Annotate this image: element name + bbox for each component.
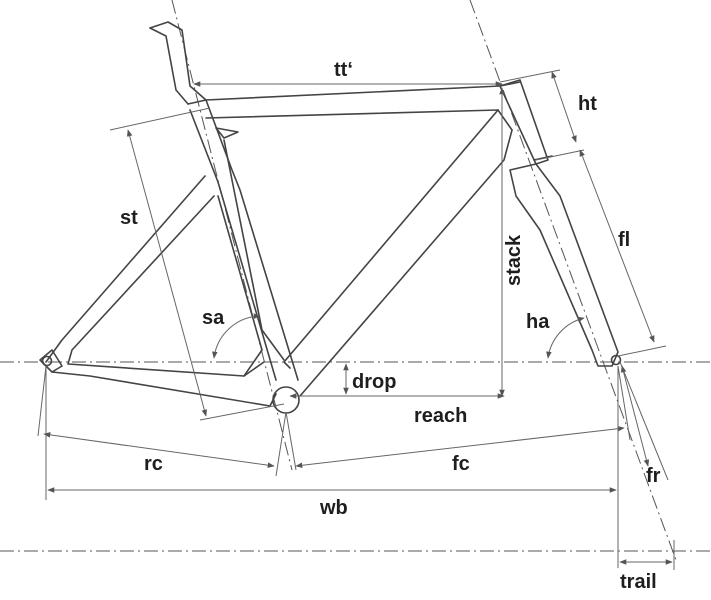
fr-label: fr: [646, 465, 661, 487]
ht-dimension: [499, 69, 585, 161]
fl-dimension: [579, 149, 667, 357]
drop-label: drop: [352, 371, 396, 393]
fr-dimension: [619, 361, 669, 481]
ha-angle: [546, 316, 585, 359]
ht-label: ht: [578, 93, 597, 115]
wb-label: wb: [319, 497, 348, 519]
sa-label: sa: [202, 307, 225, 329]
stack-label: stack: [503, 234, 525, 286]
rc-label: rc: [144, 453, 163, 475]
st-dimension: [109, 107, 285, 421]
fc-label: fc: [452, 453, 470, 475]
seat-tube-axis: [171, 0, 293, 471]
reach-label: reach: [414, 405, 467, 427]
trail-label: trail: [620, 571, 657, 593]
rc-dimension: [37, 365, 297, 477]
fl-label: fl: [618, 229, 630, 251]
sa-angle: [212, 313, 261, 359]
ha-label: ha: [526, 311, 550, 333]
tt-label: tt‘: [334, 59, 353, 81]
st-label: st: [120, 207, 138, 229]
wb-dimension: [45, 366, 619, 568]
trail-dimension: [619, 540, 675, 570]
